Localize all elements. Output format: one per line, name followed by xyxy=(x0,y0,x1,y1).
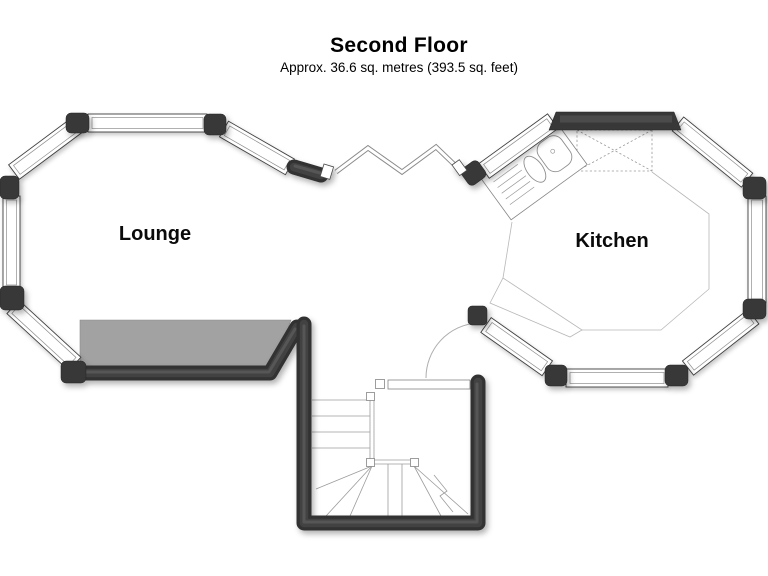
page-subtitle: Approx. 36.6 sq. metres (393.5 sq. feet) xyxy=(280,60,518,75)
page-title: Second Floor xyxy=(330,34,468,57)
corner-post xyxy=(460,160,487,186)
windows xyxy=(2,113,767,388)
window xyxy=(480,317,554,377)
window xyxy=(565,368,669,388)
corner-post xyxy=(60,360,87,384)
wall-end-cap xyxy=(451,159,468,177)
kitchen-counter xyxy=(489,277,583,338)
kitchen-top-wall xyxy=(548,111,682,131)
corner-post xyxy=(544,364,568,387)
kitchen-label: Kitchen xyxy=(575,230,648,252)
window xyxy=(681,309,760,376)
corner-post xyxy=(742,176,767,200)
wall-end-cap xyxy=(319,163,335,180)
lounge-diagonal-wall xyxy=(286,159,329,183)
landing-rail xyxy=(375,379,471,390)
door-swing-arc xyxy=(425,322,478,379)
corner-post xyxy=(65,112,90,134)
stair-break-line xyxy=(433,474,454,513)
newel-post xyxy=(410,458,419,467)
corner-post xyxy=(0,285,25,311)
window xyxy=(87,113,208,133)
window xyxy=(747,195,767,304)
newel-post xyxy=(366,392,375,401)
corner-post xyxy=(0,175,20,200)
walls xyxy=(0,111,767,531)
plan-header: Second Floor Approx. 36.6 sq. metres (39… xyxy=(15,34,768,75)
newel-post xyxy=(366,458,375,467)
window xyxy=(2,195,21,290)
lounge-bottom-wall xyxy=(76,319,305,381)
window xyxy=(218,120,295,176)
stairwell-wall xyxy=(296,316,486,531)
window xyxy=(6,299,82,372)
corner-post xyxy=(664,364,689,387)
lounge-label: Lounge xyxy=(119,223,191,245)
wall-break-zigzag xyxy=(334,143,462,176)
sink-bowl-small xyxy=(523,155,547,183)
newel-post xyxy=(375,379,385,389)
corner-post xyxy=(467,305,488,326)
drainer-icon xyxy=(493,164,535,205)
kitchen-interior-lines xyxy=(489,171,710,338)
corner-post xyxy=(742,298,767,320)
reduced-headroom-area xyxy=(79,319,292,367)
corner-post xyxy=(203,113,227,136)
staircase xyxy=(312,392,469,517)
skylight-x-marking xyxy=(576,129,653,172)
window xyxy=(671,116,754,188)
sink-bowl-main xyxy=(536,135,573,173)
